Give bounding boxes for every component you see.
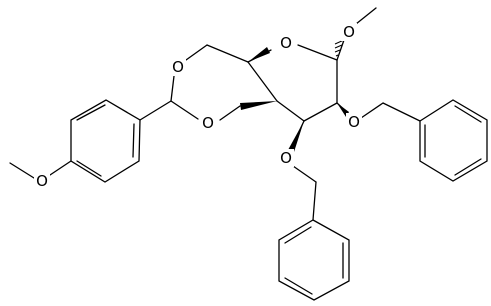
bond-c1-ring-o [297,44,338,61]
bond-o-upper-acetal [170,75,175,102]
methoxyphenyl-ring [70,99,141,183]
wedge-c3-o [288,121,304,152]
acetal-oxygen-lower-label: O [202,114,214,132]
atom-labels: O O O O O O O [34,23,362,190]
bond-c2-c3 [303,102,338,122]
bond-o-lower-c4 [219,105,241,121]
bond-acetal-o-lower [170,100,199,120]
benzyloxy-oxygen-c3-label: O [280,149,292,167]
bond-o-ch2-c3 [292,165,317,183]
benzyl-phenyl-ring-c3 [278,219,350,301]
bond-ch2-ph-c3 [312,181,317,221]
bond-c4-c5 [247,61,278,102]
benzyl-phenyl-ring-c2 [419,99,488,182]
hashed-bond-c1-o [334,39,345,57]
anomeric-methoxy-oxygen-label: O [343,23,355,41]
bond-c5-c6 [206,44,249,63]
stereo-bonds [240,39,349,152]
wedge-c5-o [248,47,270,62]
aryl-methoxy-oxygen-label: O [36,172,48,190]
bond-c6-o-upper [185,44,208,61]
bond-ch2-ph-c2 [382,102,421,122]
bond-o-ch3-aryl [9,162,35,179]
wedge-c4-o [240,101,277,110]
bond-acetal-aryl [139,100,172,121]
bond-o-ch2-c2 [360,102,384,119]
bonds [9,7,488,301]
bond-c3-c4 [276,100,305,122]
bond-aryl-o [49,160,72,176]
bond-o-c1 [336,39,345,61]
ring-oxygen-label: O [280,34,292,52]
acetal-oxygen-upper-label: O [172,58,184,76]
bond-ch3-o-anomeric [355,7,377,25]
benzyloxy-oxygen-c2-label: O [348,113,360,131]
